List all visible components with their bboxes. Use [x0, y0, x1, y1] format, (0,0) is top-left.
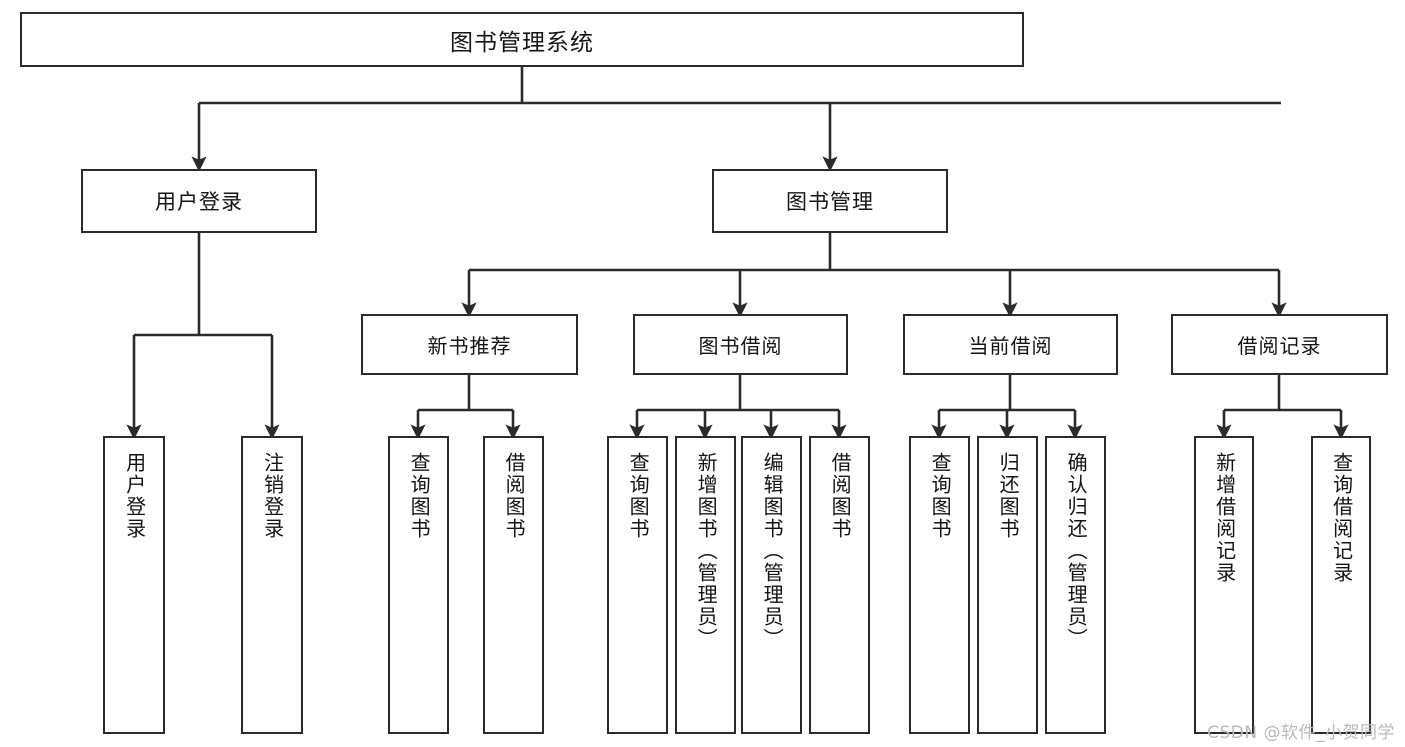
node-leaf-query-book-2[interactable]: 查询图书 [607, 436, 668, 734]
node-leaf-add-borrow-record[interactable]: 新增借阅记录 [1194, 436, 1254, 734]
node-root[interactable]: 图书管理系统 [20, 12, 1024, 67]
node-leaf-borrow-book-1-label: 借阅图书 [502, 452, 527, 540]
node-leaf-add-book-admin[interactable]: 新增图书（管理员） [675, 436, 736, 734]
node-new-book-recommend-label: 新书推荐 [427, 334, 512, 358]
node-borrow-record-label: 借阅记录 [1237, 334, 1322, 358]
node-leaf-user-login[interactable]: 用户登录 [103, 436, 165, 734]
node-leaf-user-login-label: 用户登录 [122, 452, 147, 540]
csdn-watermark: CSDN @软件_小贺同学 [1207, 723, 1395, 743]
node-book-borrow[interactable]: 图书借阅 [633, 314, 848, 375]
node-leaf-query-book-1-label: 查询图书 [407, 452, 432, 540]
node-leaf-return-book[interactable]: 归还图书 [977, 436, 1038, 734]
node-leaf-confirm-return-admin-label: 确认归还（管理员） [1064, 452, 1089, 650]
node-leaf-edit-book-admin[interactable]: 编辑图书（管理员） [741, 436, 802, 734]
node-leaf-add-borrow-record-label: 新增借阅记录 [1212, 452, 1237, 584]
node-book-borrow-label: 图书借阅 [698, 334, 783, 358]
node-leaf-logout-login-label: 注销登录 [260, 452, 285, 540]
node-leaf-query-borrow-record-label: 查询借阅记录 [1329, 452, 1354, 584]
node-leaf-query-book-3[interactable]: 查询图书 [909, 436, 970, 734]
node-leaf-return-book-label: 归还图书 [996, 452, 1021, 540]
node-user-login[interactable]: 用户登录 [81, 169, 317, 233]
node-leaf-query-book-2-label: 查询图书 [626, 452, 651, 540]
node-book-manage-label: 图书管理 [786, 190, 874, 214]
node-leaf-edit-book-admin-label: 编辑图书（管理员） [760, 452, 785, 650]
node-leaf-query-book-3-label: 查询图书 [928, 452, 953, 540]
node-leaf-add-book-admin-label: 新增图书（管理员） [694, 452, 719, 650]
node-leaf-query-book-1[interactable]: 查询图书 [388, 436, 449, 734]
node-new-book-recommend[interactable]: 新书推荐 [361, 314, 578, 375]
node-borrow-record[interactable]: 借阅记录 [1171, 314, 1388, 375]
node-leaf-borrow-book-2[interactable]: 借阅图书 [809, 436, 870, 734]
node-book-manage[interactable]: 图书管理 [712, 169, 948, 233]
node-root-label: 图书管理系统 [450, 29, 594, 56]
node-current-borrow-label: 当前借阅 [968, 334, 1053, 358]
node-leaf-borrow-book-1[interactable]: 借阅图书 [483, 436, 544, 734]
node-leaf-query-borrow-record[interactable]: 查询借阅记录 [1311, 436, 1371, 734]
node-current-borrow[interactable]: 当前借阅 [903, 314, 1118, 375]
node-leaf-logout-login[interactable]: 注销登录 [241, 436, 303, 734]
node-leaf-confirm-return-admin[interactable]: 确认归还（管理员） [1045, 436, 1106, 734]
node-user-login-label: 用户登录 [155, 190, 243, 214]
node-leaf-borrow-book-2-label: 借阅图书 [828, 452, 853, 540]
